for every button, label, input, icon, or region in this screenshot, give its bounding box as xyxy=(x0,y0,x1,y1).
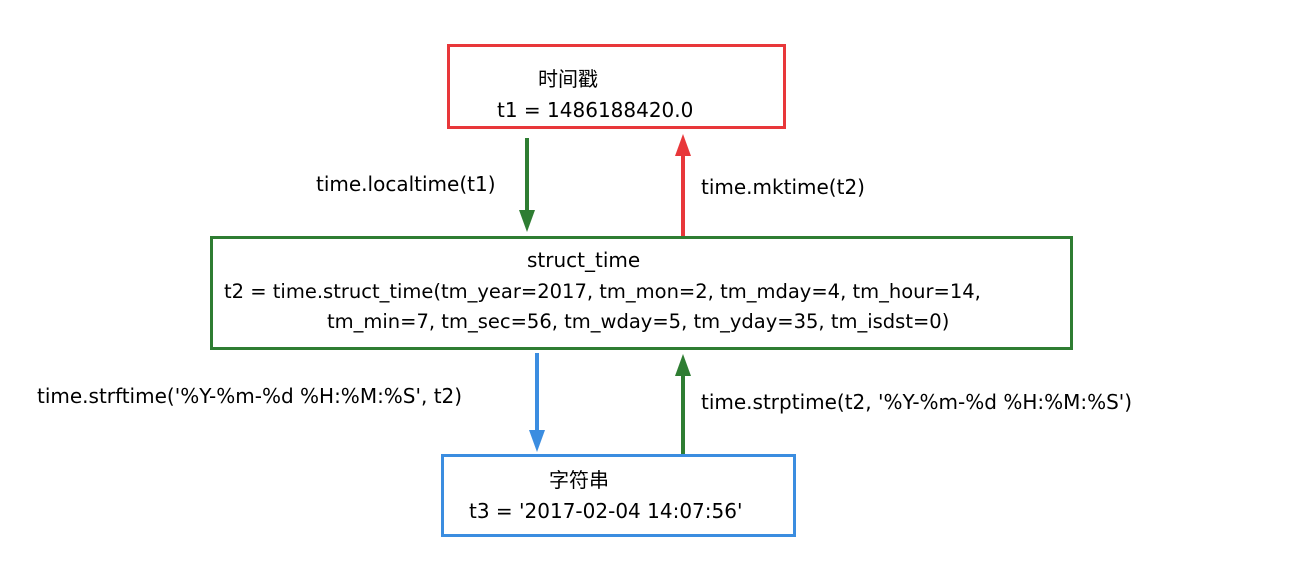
struct-time-line-2: tm_min=7, tm_sec=56, tm_wday=5, tm_yday=… xyxy=(327,310,950,333)
timestamp-value: t1 = 1486188420.0 xyxy=(497,98,694,122)
strftime-arrow xyxy=(529,353,545,452)
string-box xyxy=(441,454,796,537)
struct-time-title: struct_time xyxy=(527,248,641,272)
string-title: 字符串 xyxy=(549,468,609,492)
timestamp-title: 时间戳 xyxy=(538,67,598,91)
strftime-label: time.strftime('%Y-%m-%d %H:%M:%S', t2) xyxy=(37,384,463,408)
strptime-arrow xyxy=(675,354,691,454)
struct-time-line-1: t2 = time.struct_time(tm_year=2017, tm_m… xyxy=(224,280,981,303)
string-value: t3 = '2017-02-04 14:07:56' xyxy=(469,499,743,523)
mktime-arrow xyxy=(675,134,691,236)
localtime-arrow xyxy=(519,138,535,232)
mktime-label: time.mktime(t2) xyxy=(701,175,865,199)
localtime-label: time.localtime(t1) xyxy=(316,172,496,196)
struct-time-box xyxy=(210,236,1073,350)
timestamp-box xyxy=(447,44,786,129)
strptime-label: time.strptime(t2, '%Y-%m-%d %H:%M:%S') xyxy=(701,390,1133,414)
